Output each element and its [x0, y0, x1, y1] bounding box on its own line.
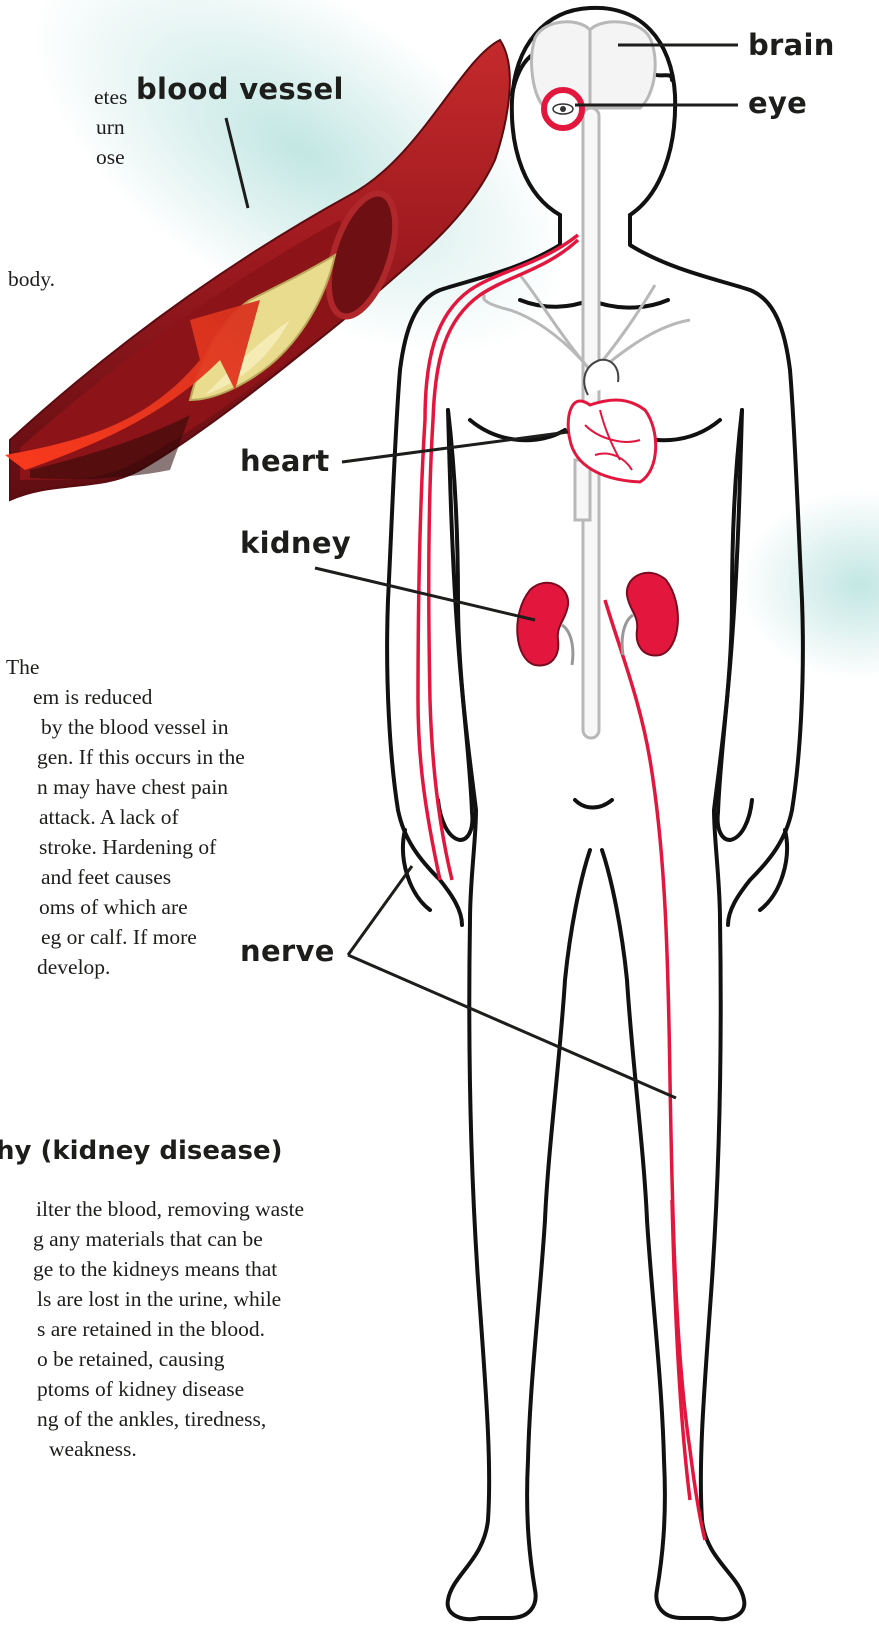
- brain-label: brain: [748, 28, 835, 62]
- middle-line-2: em is reduced: [0, 682, 245, 712]
- middle-line-7: stroke. Hardening of: [0, 832, 245, 862]
- middle-line-5: n may have chest pain: [0, 772, 245, 802]
- nerve-label: nerve: [240, 934, 335, 968]
- middle-line-10: eg or calf. If more: [0, 922, 245, 952]
- bottom-paragraph: ilter the blood, removing waste g any ma…: [0, 1194, 304, 1464]
- top-text-line-4: body.: [8, 264, 55, 294]
- top-text-line-2: urn: [96, 112, 125, 142]
- eye-highlight: [544, 90, 582, 128]
- bottom-line-7: ptoms of kidney disease: [0, 1374, 304, 1404]
- middle-line-1: The: [0, 652, 245, 682]
- middle-line-8: and feet causes: [0, 862, 245, 892]
- bottom-line-1: ilter the blood, removing waste: [0, 1194, 304, 1224]
- top-text-line-3: ose: [96, 142, 125, 172]
- middle-line-4: gen. If this occurs in the: [0, 742, 245, 772]
- heart-leader: [342, 432, 568, 462]
- kidney-label: kidney: [240, 526, 351, 560]
- bottom-line-2: g any materials that can be: [0, 1224, 304, 1254]
- nerve-leader-a: [348, 866, 412, 955]
- top-text-line-1: etes: [94, 82, 127, 112]
- middle-line-3: by the blood vessel in: [0, 712, 245, 742]
- bottom-line-3: ge to the kidneys means that: [0, 1254, 304, 1284]
- bottom-line-4: ls are lost in the urine, while: [0, 1284, 304, 1314]
- bottom-line-9: weakness.: [0, 1434, 304, 1464]
- section-heading: hy (kidney disease): [0, 1136, 283, 1166]
- bottom-line-8: ng of the ankles, tiredness,: [0, 1404, 304, 1434]
- blood-vessel-label: blood vessel: [136, 72, 344, 106]
- middle-line-11: develop.: [0, 952, 245, 982]
- bottom-line-6: o be retained, causing: [0, 1344, 304, 1374]
- middle-paragraph: The em is reduced by the blood vessel in…: [0, 652, 245, 982]
- teal-halo-right: [740, 490, 879, 680]
- middle-line-6: attack. A lack of: [0, 802, 245, 832]
- bottom-line-5: s are retained in the blood.: [0, 1314, 304, 1344]
- kidney-leader: [315, 568, 535, 620]
- middle-line-9: oms of which are: [0, 892, 245, 922]
- heart-label: heart: [240, 444, 330, 478]
- eye-label: eye: [748, 86, 807, 120]
